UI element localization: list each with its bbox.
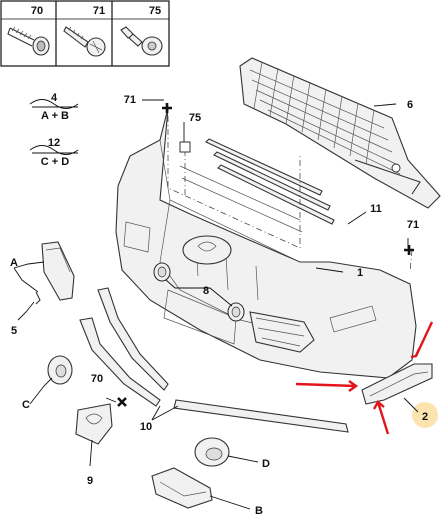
lower-spoiler <box>79 287 349 433</box>
highlight-badge <box>412 402 438 428</box>
legend-number-75: 75 <box>149 5 161 17</box>
callout-11: 11 <box>370 203 382 215</box>
push-rivet-icon <box>120 26 163 56</box>
kit-number-12: 12 <box>48 137 60 149</box>
part-C-cap <box>47 355 73 385</box>
wood-screw-icon <box>63 26 106 57</box>
screw-icon <box>7 26 50 56</box>
part-2-tow-cover <box>361 363 433 405</box>
alignment-lines <box>167 116 413 273</box>
part-D-ring <box>194 437 230 467</box>
callout-75: 75 <box>189 112 201 124</box>
callout-1: 1 <box>357 267 363 279</box>
part-9-emblem <box>75 403 113 445</box>
fog-lamp-brackets <box>153 262 245 322</box>
callout-8: 8 <box>203 285 209 297</box>
part-B-cover <box>151 467 213 509</box>
callout-5: 5 <box>11 325 17 337</box>
kit-label-4: 4 A + B <box>29 92 79 122</box>
trim-strips <box>205 138 335 225</box>
callout-D: D <box>262 458 270 470</box>
legend-number-71: 71 <box>93 5 105 17</box>
callout-71-right: 71 <box>407 219 419 231</box>
callout-6: 6 <box>407 99 413 111</box>
highlight-arrows <box>295 321 434 435</box>
callout-labels: 71 75 6 11 1 71 A 5 8 C 70 10 9 D B 2 <box>10 94 428 517</box>
callout-B: B <box>255 505 263 517</box>
kit-number-4: 4 <box>51 92 58 104</box>
left-tow-cover <box>35 241 75 305</box>
fastener-markers <box>117 103 414 407</box>
callout-C: C <box>22 399 30 411</box>
callout-10: 10 <box>140 421 152 433</box>
kit-label-12: 12 C + D <box>29 137 79 168</box>
bumper-cover <box>115 107 417 379</box>
callout-70: 70 <box>91 373 103 385</box>
leader-lines <box>13 99 419 510</box>
kit-contents-4: A + B <box>41 110 69 122</box>
kit-contents-12: C + D <box>41 156 69 168</box>
fastener-legend: 70 71 75 <box>0 0 170 67</box>
upper-grille <box>239 57 441 209</box>
legend-number-70: 70 <box>31 5 43 17</box>
callout-71-left: 71 <box>124 94 136 106</box>
callout-2: 2 <box>422 411 428 423</box>
callout-9: 9 <box>87 475 93 487</box>
callout-A: A <box>10 257 18 269</box>
